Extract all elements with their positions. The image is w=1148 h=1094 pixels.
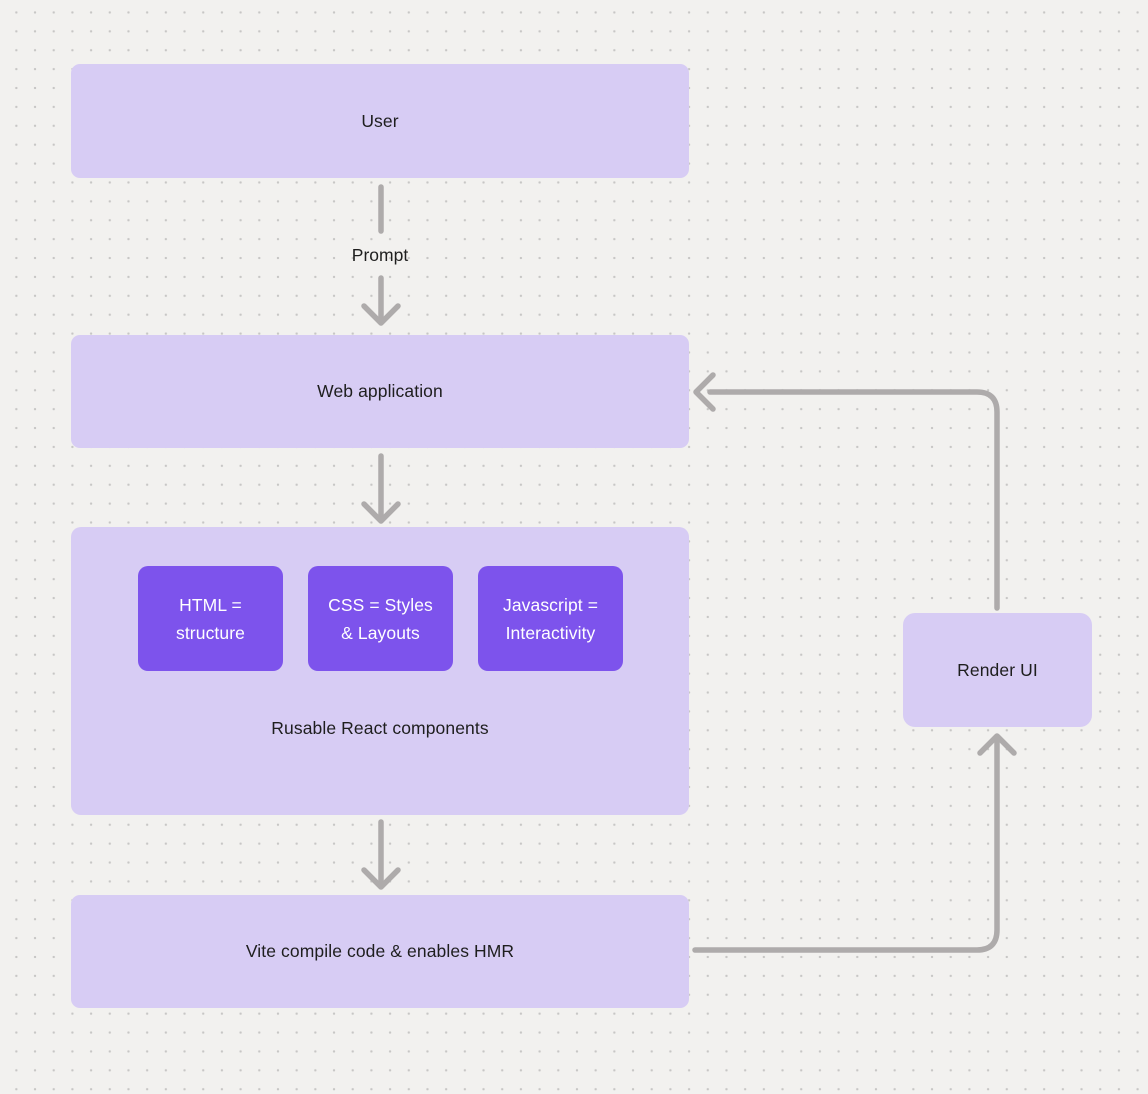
node-user-label: User xyxy=(361,110,399,131)
arrow-down-icon xyxy=(361,303,401,326)
node-user: User xyxy=(71,64,689,178)
node-components-group: HTML = structure CSS = Styles & Layouts … xyxy=(71,527,689,815)
node-web-application: Web application xyxy=(71,335,689,448)
edge-vite-to-render xyxy=(692,737,1000,953)
node-css: CSS = Styles & Layouts xyxy=(308,566,453,671)
node-web-application-label: Web application xyxy=(317,381,443,401)
arrow-left-icon xyxy=(693,372,716,412)
components-group-caption: Rusable React components xyxy=(271,718,489,738)
node-css-label: CSS = Styles & Layouts xyxy=(328,594,433,643)
node-render-ui-label: Render UI xyxy=(957,659,1038,680)
edge-label-prompt: Prompt xyxy=(351,245,409,265)
edge-render-to-web xyxy=(707,389,1000,611)
node-html: HTML = structure xyxy=(138,566,283,671)
arrow-down-icon xyxy=(361,501,401,524)
node-vite: Vite compile code & enables HMR xyxy=(71,895,689,1008)
arrow-down-icon xyxy=(361,867,401,890)
node-vite-label: Vite compile code & enables HMR xyxy=(245,941,515,961)
node-javascript: Javascript = Interactivity xyxy=(478,566,623,671)
node-javascript-label: Javascript = Interactivity xyxy=(502,594,599,643)
node-render-ui: Render UI xyxy=(903,613,1092,727)
arrow-up-icon xyxy=(977,733,1017,756)
node-html-label: HTML = structure xyxy=(176,594,245,643)
